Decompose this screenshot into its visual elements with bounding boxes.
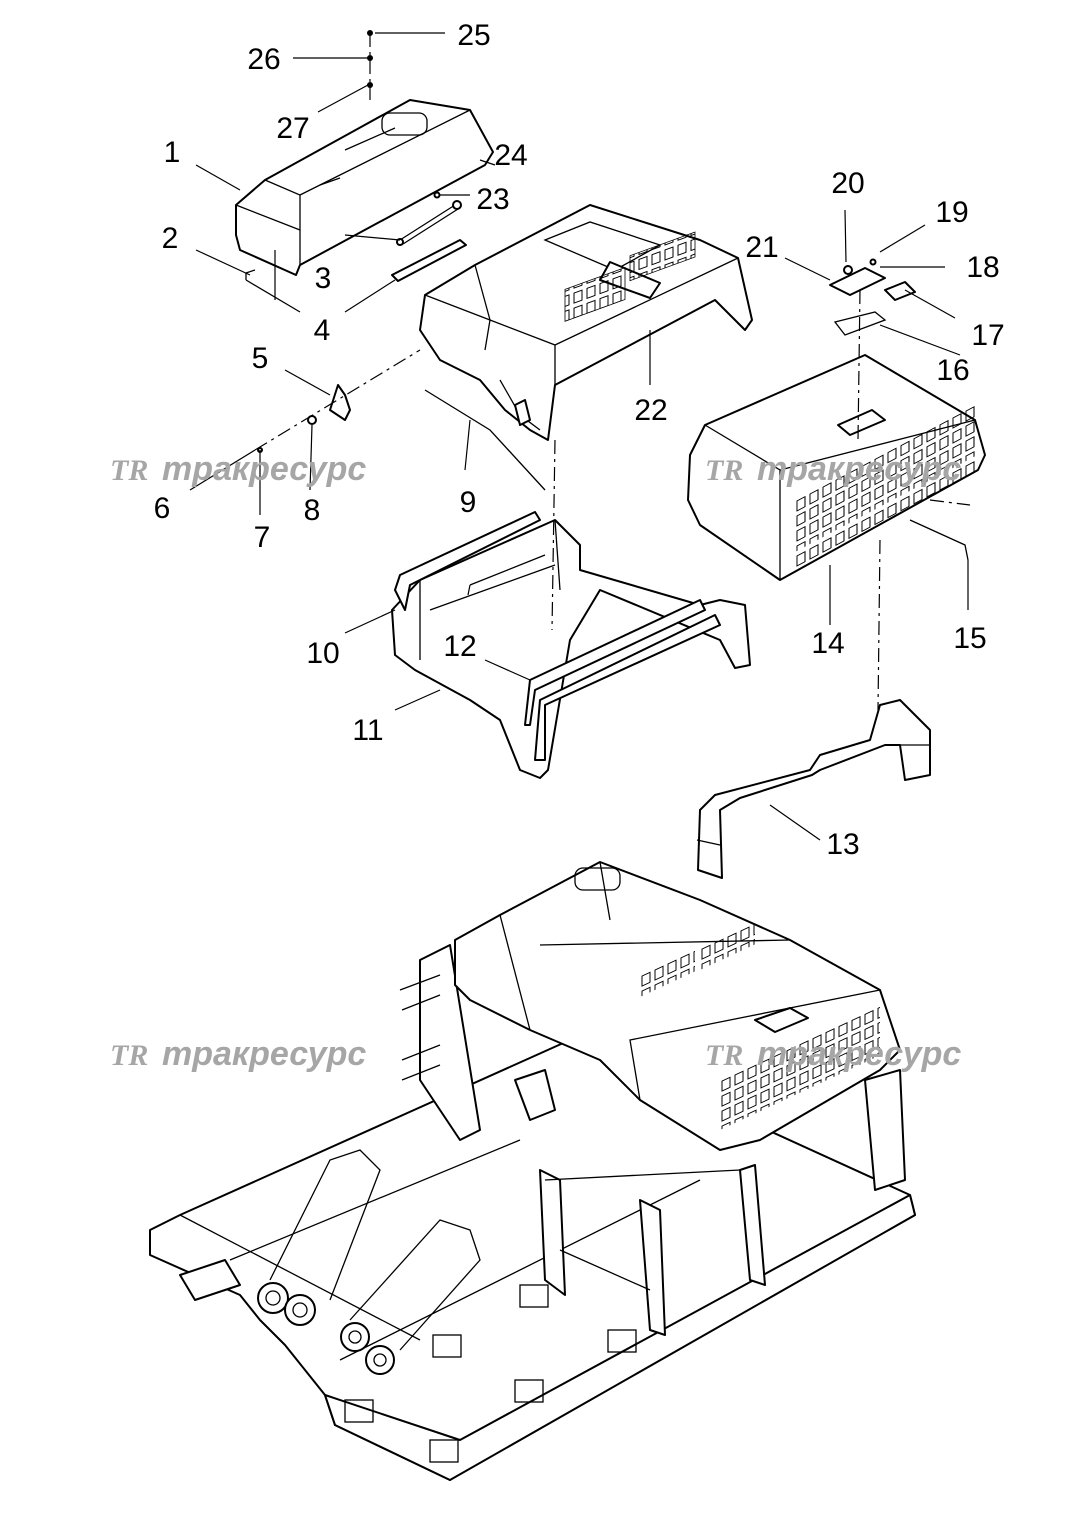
- callout-10: 10: [306, 637, 339, 670]
- callout-1: 1: [164, 136, 181, 169]
- washer-part-26: [367, 55, 373, 61]
- callout-24: 24: [494, 139, 527, 172]
- watermark-text: тракресурс: [757, 1035, 961, 1073]
- watermark-logo: TR: [705, 454, 743, 487]
- panel-part-13: [696, 699, 931, 879]
- leader-lines: [189, 32, 971, 841]
- callout-14: 14: [811, 627, 844, 660]
- latch-part-5: [257, 384, 351, 453]
- watermark-logo: TR: [110, 1039, 148, 1072]
- callout-18: 18: [966, 251, 999, 284]
- watermark-3: TR тракресурс: [110, 1035, 366, 1073]
- hood-part-14: [687, 354, 986, 581]
- watermark-logo: TR: [705, 1039, 743, 1072]
- watermark-text: тракресурс: [162, 1035, 366, 1073]
- callout-labels: 1 2 3 4 5 6 7 8 9 10 11 12 13 14 15 16 1…: [154, 19, 1005, 861]
- callout-25: 25: [457, 19, 490, 52]
- cover-part-22: [419, 204, 753, 441]
- callout-4: 4: [314, 314, 331, 347]
- callout-20: 20: [831, 167, 864, 200]
- callout-21: 21: [745, 231, 778, 264]
- watermark-text: тракресурс: [757, 450, 961, 488]
- callout-6: 6: [154, 492, 171, 525]
- watermark-logo: TR: [110, 454, 148, 487]
- watermark-2: TR тракресурс: [705, 450, 961, 488]
- callout-16: 16: [936, 354, 969, 387]
- callout-26: 26: [247, 43, 280, 76]
- callout-15: 15: [953, 622, 986, 655]
- watermark-4: TR тракресурс: [705, 1035, 961, 1073]
- callout-19: 19: [935, 196, 968, 229]
- nut-part-27: [367, 82, 373, 88]
- rod-part-9: [424, 389, 546, 491]
- callout-27: 27: [276, 112, 309, 145]
- rod-part-2: [245, 269, 301, 313]
- bolt-part-25: [367, 30, 373, 36]
- callout-22: 22: [634, 394, 667, 427]
- callout-9: 9: [460, 486, 477, 519]
- linkage-parts-23-24: [391, 191, 467, 282]
- callout-3: 3: [315, 262, 332, 295]
- callout-2: 2: [162, 222, 179, 255]
- callout-5: 5: [252, 342, 269, 375]
- watermark-1: TR тракресурс: [110, 450, 366, 488]
- callout-12: 12: [443, 630, 476, 663]
- callout-23: 23: [476, 183, 509, 216]
- callout-17: 17: [971, 319, 1004, 352]
- callout-8: 8: [304, 494, 321, 527]
- cover-part-1: [235, 99, 494, 276]
- callout-11: 11: [352, 714, 383, 747]
- plate-parts-17-21: [829, 258, 916, 301]
- callout-13: 13: [826, 828, 859, 861]
- watermark-text: тракресурс: [162, 450, 366, 488]
- rod-part-15: [909, 519, 969, 561]
- handle-part-16: [833, 311, 887, 336]
- callout-7: 7: [254, 521, 271, 554]
- assembled-upper-frame: [149, 861, 916, 1481]
